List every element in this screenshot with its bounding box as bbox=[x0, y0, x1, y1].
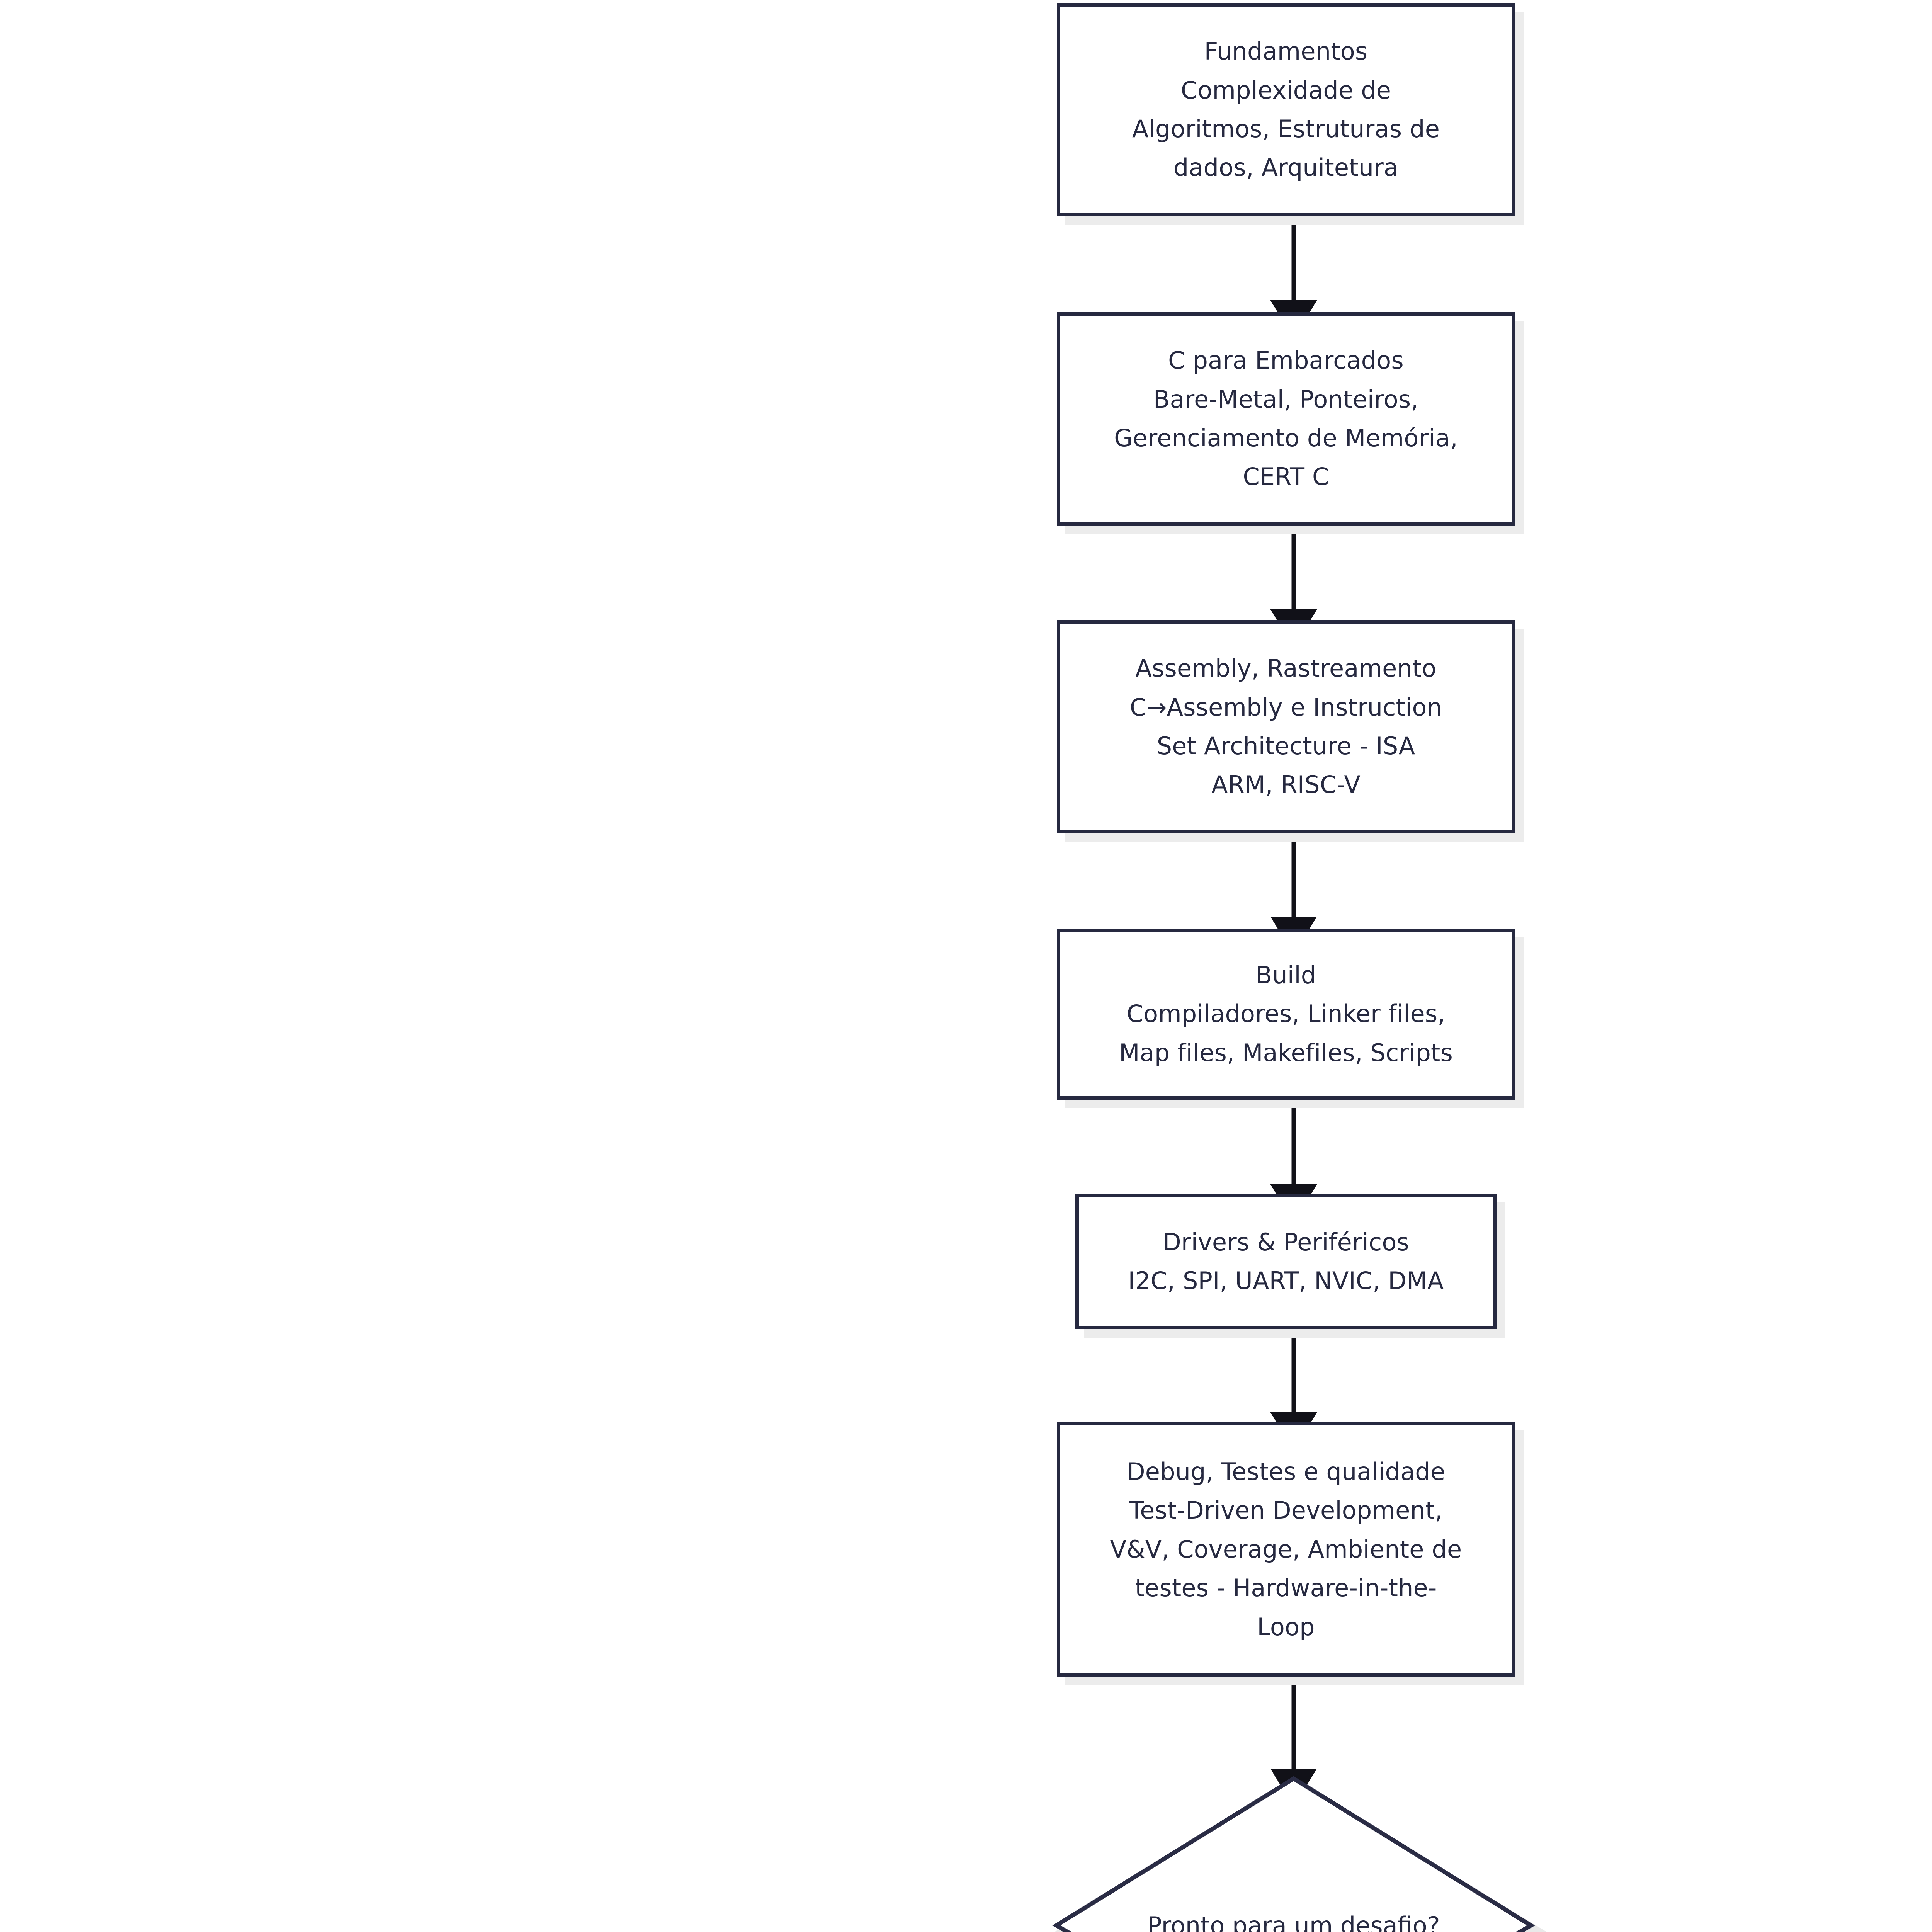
node-debug-text: Debug, Testes e qualidade Test-Driven De… bbox=[1060, 1452, 1512, 1646]
node-text-line: Map files, Makefiles, Scripts bbox=[1119, 1038, 1453, 1067]
node-c-embarcados[interactable]: C para Embarcados Bare-Metal, Ponteiros,… bbox=[1057, 312, 1515, 526]
node-decisao-label: Pronto para um desafio? bbox=[1147, 1912, 1440, 1932]
diamond-shape bbox=[1052, 1776, 1547, 1932]
node-text-line: Algoritmos, Estruturas de bbox=[1132, 115, 1440, 143]
node-debug-testes[interactable]: Debug, Testes e qualidade Test-Driven De… bbox=[1057, 1422, 1515, 1677]
node-text-line: testes - Hardware-in-the- bbox=[1135, 1574, 1437, 1602]
node-text-line: Assembly, Rastreamento bbox=[1135, 654, 1437, 683]
node-drivers-text: Drivers & Periféricos I2C, SPI, UART, NV… bbox=[1079, 1223, 1493, 1301]
node-text-line: ARM, RISC-V bbox=[1211, 770, 1361, 799]
node-text-line: Gerenciamento de Memória, bbox=[1114, 424, 1458, 452]
node-text-line: Build bbox=[1255, 961, 1316, 989]
node-text-line: Drivers & Periféricos bbox=[1162, 1228, 1410, 1256]
node-text-line: Bare-Metal, Ponteiros, bbox=[1153, 385, 1419, 413]
node-text-line: Complexidade de bbox=[1180, 76, 1391, 104]
node-c-embarcados-text: C para Embarcados Bare-Metal, Ponteiros,… bbox=[1060, 341, 1512, 497]
node-text-line: Set Architecture - ISA bbox=[1156, 732, 1415, 760]
node-text-line: C para Embarcados bbox=[1168, 346, 1404, 375]
node-assembly[interactable]: Assembly, Rastreamento C→Assembly e Inst… bbox=[1057, 620, 1515, 833]
node-drivers-perifericos[interactable]: Drivers & Periféricos I2C, SPI, UART, NV… bbox=[1075, 1194, 1497, 1329]
node-text-line: V&V, Coverage, Ambiente de bbox=[1110, 1535, 1462, 1563]
node-text-line: dados, Arquitetura bbox=[1173, 153, 1399, 182]
node-build[interactable]: Build Compiladores, Linker files, Map fi… bbox=[1057, 929, 1515, 1100]
node-text-line: Loop bbox=[1257, 1612, 1315, 1641]
node-text-line: Debug, Testes e qualidade bbox=[1126, 1457, 1446, 1486]
node-text-line: Test-Driven Development, bbox=[1129, 1496, 1443, 1525]
node-fundamentos-text: Fundamentos Complexidade de Algoritmos, … bbox=[1060, 32, 1512, 187]
node-text-line: CERT C bbox=[1243, 463, 1329, 491]
node-fundamentos[interactable]: Fundamentos Complexidade de Algoritmos, … bbox=[1057, 3, 1515, 216]
node-decisao[interactable]: Pronto para um desafio? bbox=[1047, 1776, 1547, 1932]
node-text-line: I2C, SPI, UART, NVIC, DMA bbox=[1128, 1267, 1444, 1295]
node-build-text: Build Compiladores, Linker files, Map fi… bbox=[1060, 956, 1512, 1072]
node-text-line: C→Assembly e Instruction bbox=[1129, 693, 1442, 721]
node-assembly-text: Assembly, Rastreamento C→Assembly e Inst… bbox=[1060, 649, 1512, 804]
node-text-line: Compiladores, Linker files, bbox=[1126, 1000, 1446, 1028]
node-text-line: Fundamentos bbox=[1204, 37, 1368, 66]
